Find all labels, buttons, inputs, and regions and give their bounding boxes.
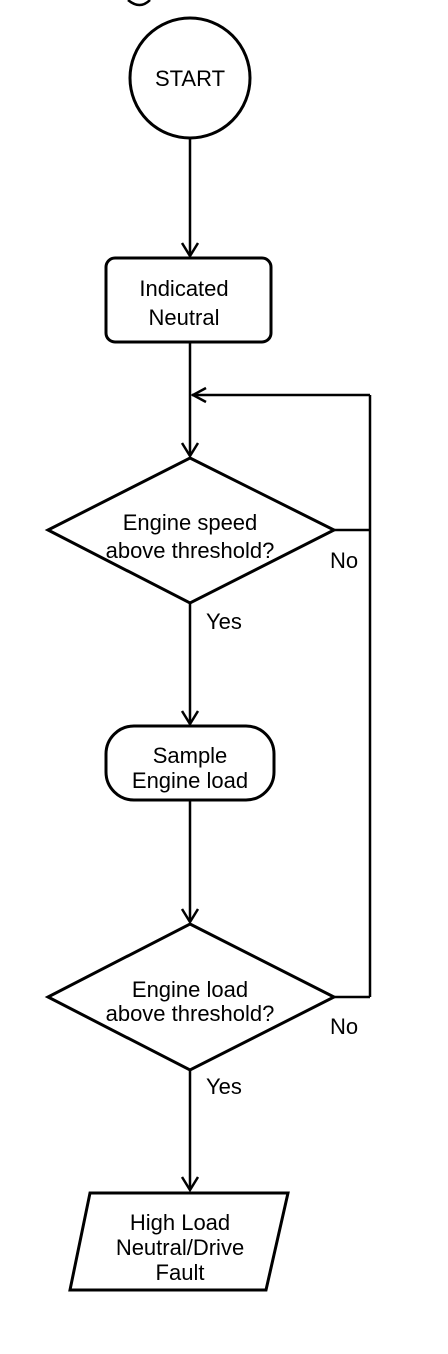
start-label: START — [155, 66, 225, 91]
sample-engine-load-node: Sample Engine load — [104, 724, 276, 802]
load-line1: Engine load — [132, 977, 248, 1002]
indicated-line1: Indicated — [139, 276, 228, 301]
fault-line1: High Load — [130, 1210, 230, 1235]
speed-line2: above threshold? — [106, 538, 275, 563]
load-line2: above threshold? — [106, 1001, 275, 1026]
speed-decision-node: Engine speed above threshold? — [44, 456, 338, 605]
arrowhead-load-decision — [180, 908, 200, 925]
load-yes-label: Yes — [206, 1074, 242, 1099]
fault-output-node: High Load Neutral/Drive Fault — [68, 1191, 290, 1292]
indicated-line2: Neutral — [149, 305, 220, 330]
fault-line3: Fault — [156, 1260, 205, 1285]
clipped-heading-fragment — [127, 0, 151, 7]
sample-line2: Engine load — [132, 768, 248, 793]
indicated-neutral-node: Indicated Neutral — [104, 256, 273, 344]
sample-line1: Sample — [153, 743, 228, 768]
arrowhead-sample — [180, 710, 200, 727]
arrowhead-fault — [180, 1176, 200, 1193]
speed-yes-label: Yes — [206, 609, 242, 634]
load-decision-node: Engine load above threshold? — [44, 922, 338, 1072]
arrowhead-loop-return — [190, 386, 207, 404]
speed-line1: Engine speed — [123, 510, 258, 535]
start-node: START — [128, 16, 252, 140]
arrowhead-speed-decision — [180, 442, 200, 459]
load-no-label: No — [330, 1014, 358, 1039]
fault-line2: Neutral/Drive — [116, 1235, 244, 1260]
arrowhead-indicated — [180, 242, 200, 259]
speed-no-label: No — [330, 548, 358, 573]
